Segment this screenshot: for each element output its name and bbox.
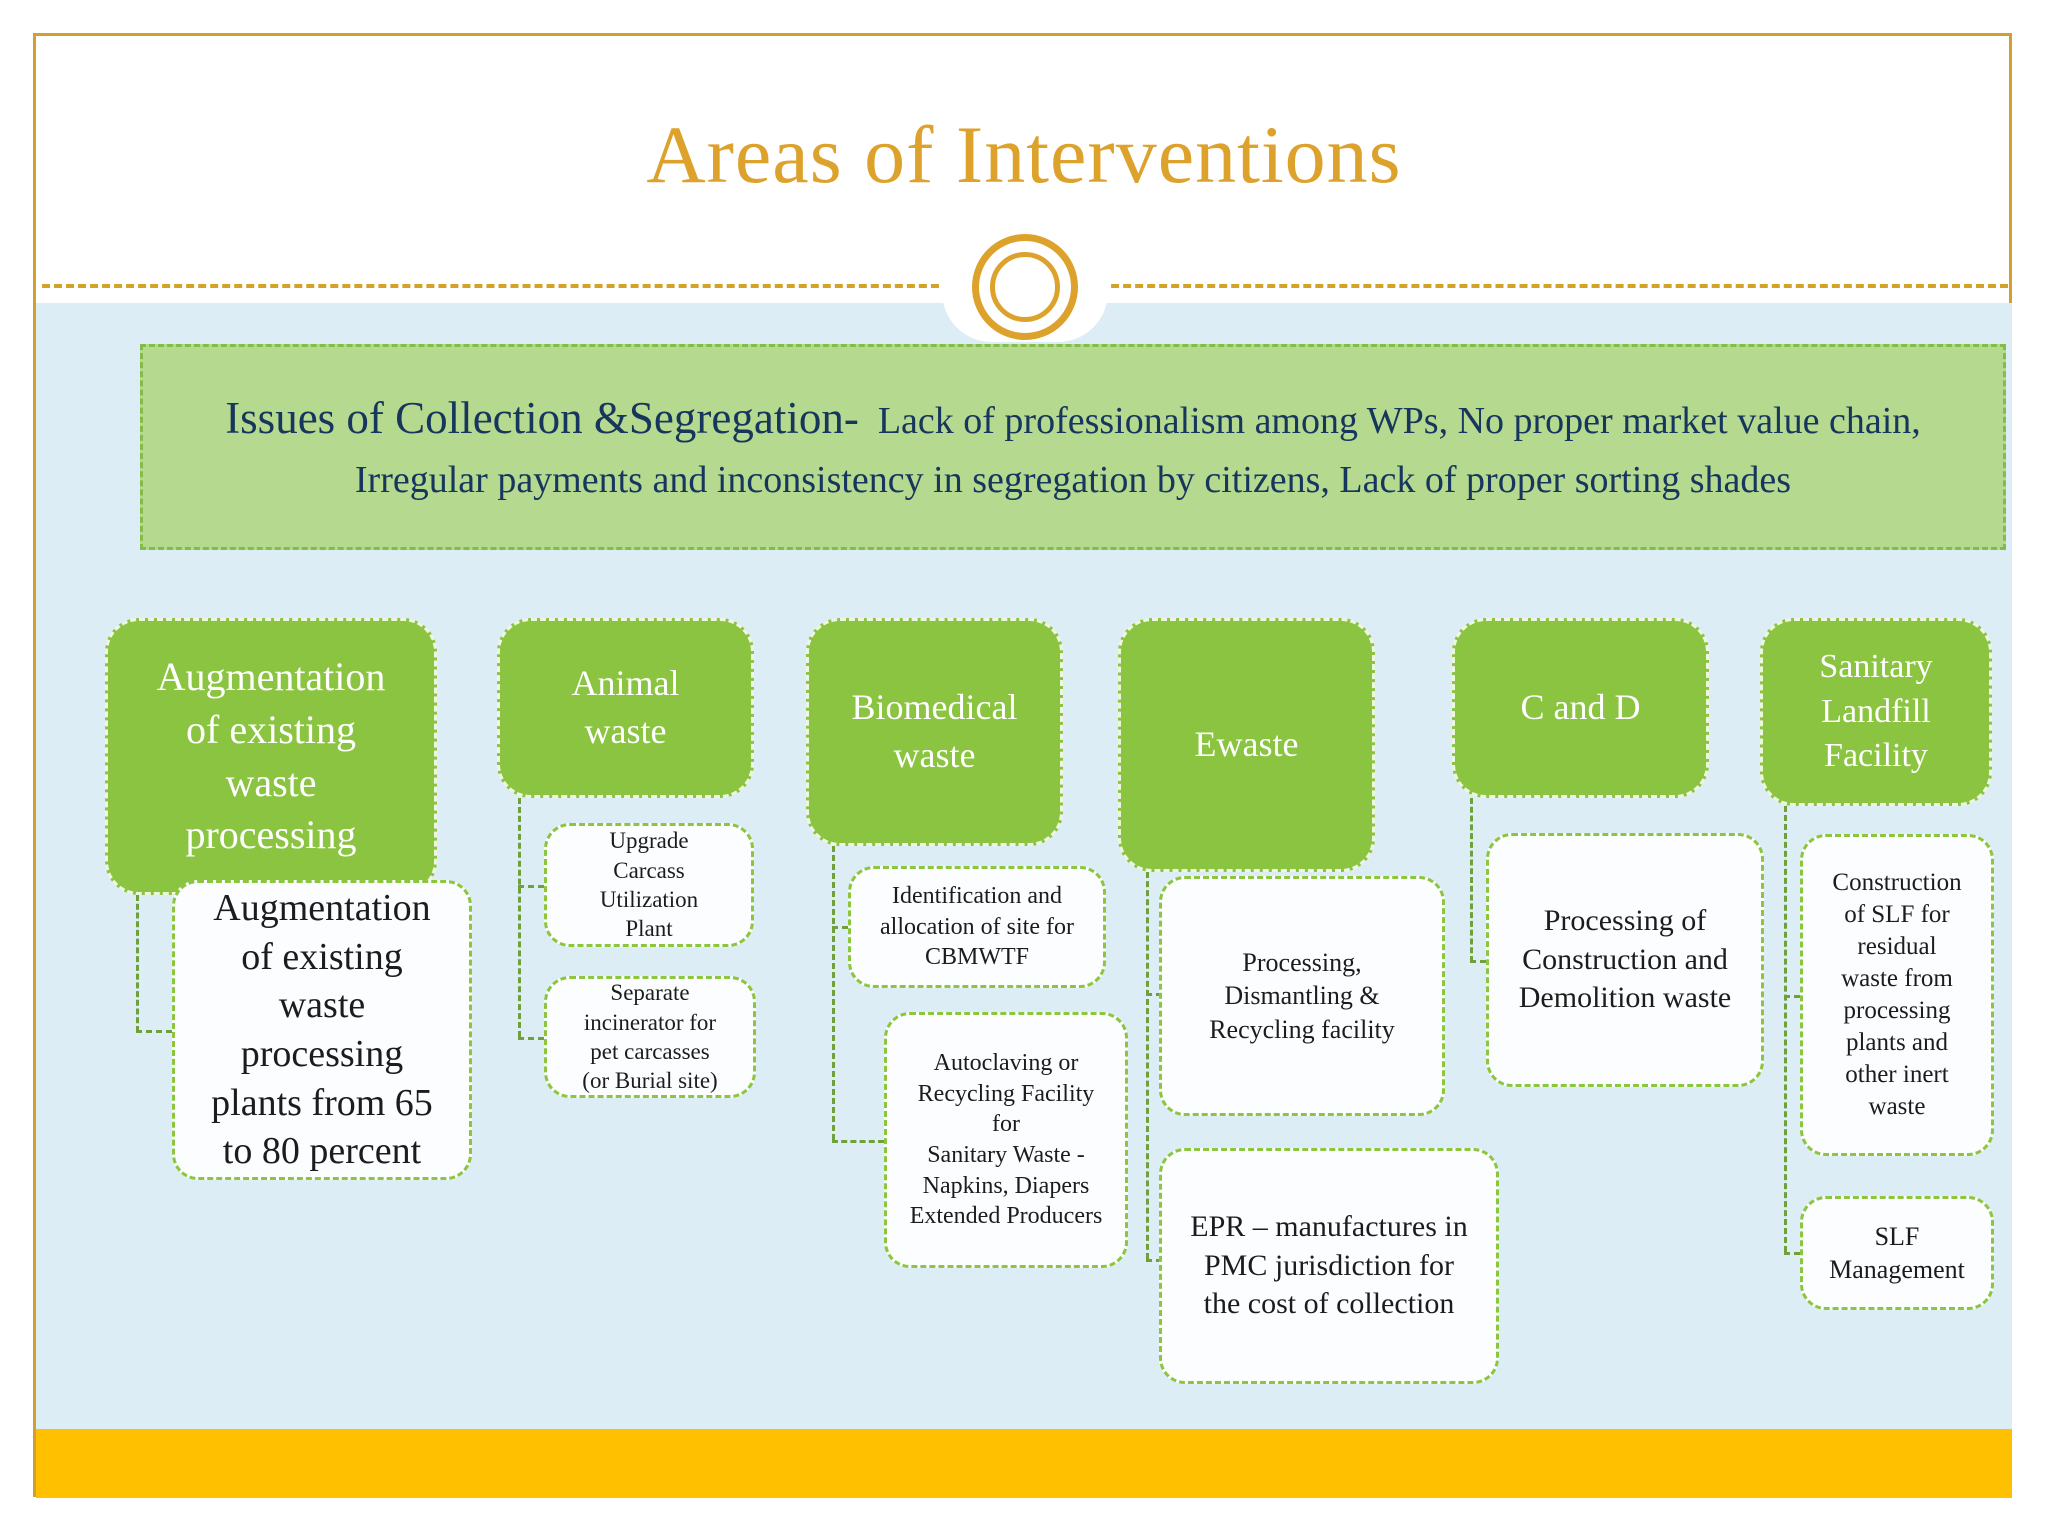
- child-node-ewaste-recycling: Processing, Dismantling & Recycling faci…: [1159, 876, 1445, 1116]
- child-node-slf-construction: Construction of SLF for residual waste f…: [1800, 834, 1994, 1156]
- child-node-cbmwtf-site: Identification and allocation of site fo…: [848, 866, 1106, 988]
- connector: [1146, 993, 1162, 996]
- connector: [832, 1140, 884, 1143]
- connector: [1146, 1259, 1162, 1262]
- connector: [1146, 872, 1149, 1259]
- connector: [518, 798, 521, 1037]
- child-node-carcass-plant: Upgrade Carcass Utilization Plant: [544, 823, 754, 947]
- divider-circle-inner-ring: [990, 252, 1060, 322]
- connector: [1784, 1252, 1800, 1255]
- connector: [1784, 806, 1787, 1252]
- child-node-augmentation-plants: Augmentation of existing waste processin…: [172, 880, 472, 1180]
- connector: [136, 895, 139, 1032]
- connector: [1470, 798, 1473, 962]
- connector: [518, 1037, 544, 1040]
- child-node-slf-management: SLF Management: [1800, 1196, 1994, 1310]
- bottom-accent-bar: [36, 1429, 2012, 1498]
- child-node-cnd-processing: Processing of Construction and Demolitio…: [1486, 833, 1764, 1087]
- parent-node-ewaste: Ewaste: [1118, 618, 1375, 872]
- divider-circle-icon: [972, 234, 1078, 340]
- parent-node-c-and-d: C and D: [1452, 618, 1709, 798]
- issues-banner-text: Issues of Collection &Segregation- Lack …: [143, 385, 2003, 510]
- issues-banner-lead: Issues of Collection &Segregation-: [225, 392, 859, 443]
- connector: [1784, 995, 1800, 998]
- connector: [136, 1030, 172, 1033]
- parent-node-augmentation: Augmentation of existing waste processin…: [105, 618, 437, 895]
- connector: [832, 926, 848, 929]
- parent-node-slf: Sanitary Landfill Facility: [1760, 618, 1992, 806]
- connector: [1470, 960, 1486, 963]
- slide-title: Areas of Interventions: [646, 109, 1402, 200]
- child-node-epr: EPR – manufactures in PMC jurisdiction f…: [1159, 1148, 1499, 1384]
- child-node-pet-incinerator: Separate incinerator for pet carcasses (…: [544, 976, 756, 1098]
- issues-banner-rest: Lack of professionalism among WPs, No pr…: [354, 399, 1931, 502]
- child-node-autoclaving-facility: Autoclaving or Recycling Facility for Sa…: [884, 1012, 1128, 1268]
- connector: [518, 885, 544, 888]
- parent-node-biomedical-waste: Biomedical waste: [806, 618, 1063, 846]
- connector: [832, 846, 835, 1140]
- parent-node-animal-waste: Animal waste: [497, 618, 754, 798]
- issues-banner: Issues of Collection &Segregation- Lack …: [140, 344, 2006, 550]
